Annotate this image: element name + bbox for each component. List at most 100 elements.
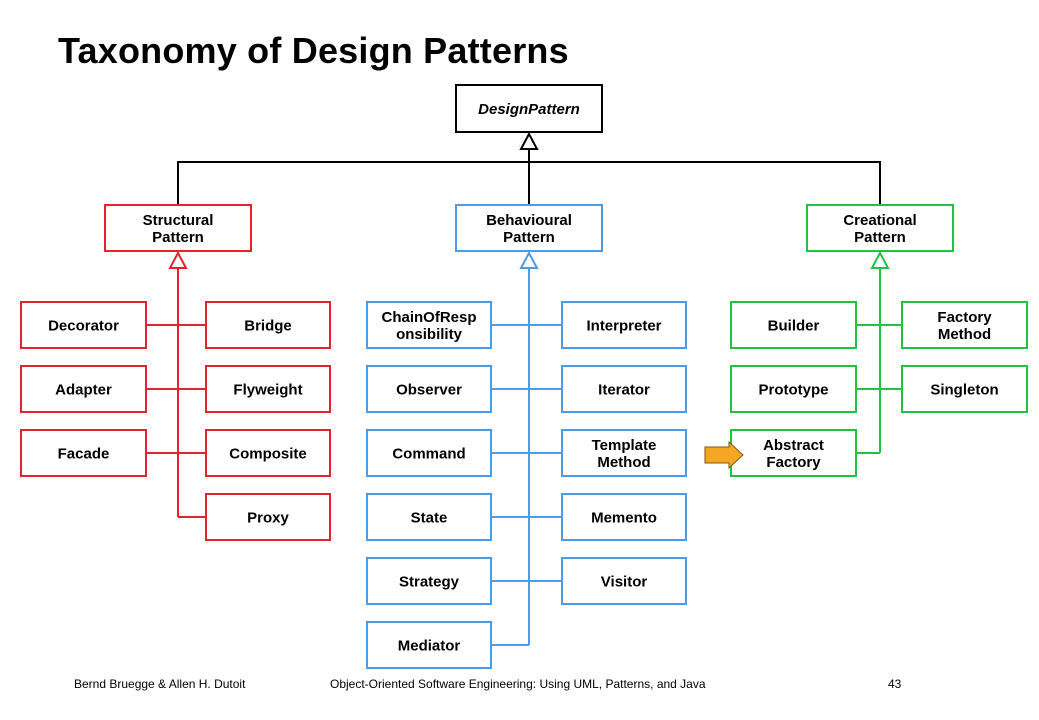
- category-creational-label-line-1: Creational: [843, 212, 916, 229]
- pattern-bridge-frame: [205, 301, 331, 349]
- pattern-flyweight-frame: [205, 365, 331, 413]
- category-behavioural-label-line-1: Behavioural: [486, 212, 572, 229]
- pattern-strategy-frame: [366, 557, 492, 605]
- category-creational-label-line-2: Pattern: [854, 229, 906, 246]
- pattern-observer-label-line-1: Observer: [396, 381, 462, 398]
- pattern-visitor-label-line-1: Visitor: [601, 573, 648, 590]
- pattern-flyweight: Flyweight: [205, 365, 331, 413]
- node-root-label-line-1: DesignPattern: [478, 101, 580, 118]
- pattern-abstract-factory-frame: [730, 429, 857, 477]
- category-behavioural-frame: [455, 204, 603, 252]
- pattern-command: Command: [366, 429, 492, 477]
- pattern-iterator: Iterator: [561, 365, 687, 413]
- inheritance-connector-behavioural: [491, 268, 562, 646]
- pattern-builder-label-line-1: Builder: [768, 317, 820, 334]
- inheritance-triangle-structural: [168, 250, 188, 269]
- pattern-memento-label-line-1: Memento: [591, 509, 657, 526]
- pattern-decorator-frame: [20, 301, 147, 349]
- pattern-factory-method-label-line-2: Method: [938, 326, 991, 343]
- pattern-singleton-label-line-1: Singleton: [930, 381, 998, 398]
- pattern-singleton: Singleton: [901, 365, 1028, 413]
- pattern-command-label-line-1: Command: [392, 445, 465, 462]
- pattern-chain-of-responsibility-label-line-1: ChainOfResp: [381, 309, 476, 326]
- pattern-adapter-frame: [20, 365, 147, 413]
- category-structural-label-line-2: Pattern: [152, 229, 204, 246]
- pattern-composite: Composite: [205, 429, 331, 477]
- footer-book-title: Object-Oriented Software Engineering: Us…: [330, 677, 706, 691]
- pattern-proxy-label-line-1: Proxy: [247, 509, 289, 526]
- pattern-bridge: Bridge: [205, 301, 331, 349]
- pattern-interpreter-label-line-1: Interpreter: [586, 317, 661, 334]
- diagram-markers: [168, 131, 890, 470]
- pattern-decorator: Decorator: [20, 301, 147, 349]
- inheritance-triangle-root: [519, 131, 539, 150]
- diagram-nodes: DesignPatternStructuralPatternBehavioura…: [20, 84, 1028, 669]
- pattern-memento: Memento: [561, 493, 687, 541]
- pattern-prototype: Prototype: [730, 365, 857, 413]
- category-creational-frame: [806, 204, 954, 252]
- pattern-facade-frame: [20, 429, 147, 477]
- pattern-facade: Facade: [20, 429, 147, 477]
- pattern-mediator: Mediator: [366, 621, 492, 669]
- pattern-facade-label-line-1: Facade: [58, 445, 110, 462]
- category-behavioural-label-line-2: Pattern: [503, 229, 555, 246]
- pattern-mediator-label-line-1: Mediator: [398, 637, 461, 654]
- pattern-strategy: Strategy: [366, 557, 492, 605]
- inheritance-connector-structural: [146, 268, 206, 518]
- inheritance-triangle-creational: [870, 250, 890, 269]
- pattern-state-frame: [366, 493, 492, 541]
- pattern-factory-method-frame: [901, 301, 1028, 349]
- pattern-abstract-factory-label-line-2: Factory: [766, 454, 821, 471]
- pattern-visitor-frame: [561, 557, 687, 605]
- pattern-mediator-frame: [366, 621, 492, 669]
- slide-title: Taxonomy of Design Patterns: [58, 30, 569, 71]
- pattern-memento-frame: [561, 493, 687, 541]
- pattern-decorator-label-line-1: Decorator: [48, 317, 119, 334]
- pattern-composite-frame: [205, 429, 331, 477]
- pattern-chain-of-responsibility-label-line-2: onsibility: [396, 326, 462, 343]
- pattern-factory-method-label-line-1: Factory: [937, 309, 992, 326]
- category-structural-label-line-1: Structural: [143, 212, 214, 229]
- pattern-bridge-label-line-1: Bridge: [244, 317, 292, 334]
- pattern-prototype-label-line-1: Prototype: [758, 381, 828, 398]
- pattern-proxy-frame: [205, 493, 331, 541]
- pattern-chain-of-responsibility-frame: [366, 301, 492, 349]
- highlight-arrow-icon: [704, 440, 744, 470]
- pattern-flyweight-label-line-1: Flyweight: [233, 381, 302, 398]
- pattern-interpreter-frame: [561, 301, 687, 349]
- pattern-iterator-label-line-1: Iterator: [598, 381, 650, 398]
- pattern-command-frame: [366, 429, 492, 477]
- pattern-builder: Builder: [730, 301, 857, 349]
- node-root-frame: [455, 84, 603, 133]
- pattern-template-method-frame: [561, 429, 687, 477]
- pattern-adapter-label-line-1: Adapter: [55, 381, 112, 398]
- pattern-abstract-factory-label-line-1: Abstract: [763, 437, 824, 454]
- pattern-adapter: Adapter: [20, 365, 147, 413]
- pattern-proxy: Proxy: [205, 493, 331, 541]
- inheritance-connector-creational: [856, 268, 902, 454]
- footer-authors: Bernd Bruegge & Allen H. Dutoit: [74, 677, 246, 691]
- pattern-visitor: Visitor: [561, 557, 687, 605]
- pattern-composite-label-line-1: Composite: [229, 445, 307, 462]
- pattern-observer: Observer: [366, 365, 492, 413]
- pattern-interpreter: Interpreter: [561, 301, 687, 349]
- pattern-observer-frame: [366, 365, 492, 413]
- pattern-template-method-label-line-2: Method: [597, 454, 650, 471]
- pattern-strategy-label-line-1: Strategy: [399, 573, 460, 590]
- pattern-prototype-frame: [730, 365, 857, 413]
- inheritance-connector-root: [177, 149, 881, 205]
- diagram-edges: [146, 149, 902, 646]
- pattern-singleton-frame: [901, 365, 1028, 413]
- pattern-state-label-line-1: State: [411, 509, 448, 526]
- node-root: DesignPattern: [455, 84, 603, 133]
- inheritance-triangle-behavioural: [519, 250, 539, 269]
- pattern-iterator-frame: [561, 365, 687, 413]
